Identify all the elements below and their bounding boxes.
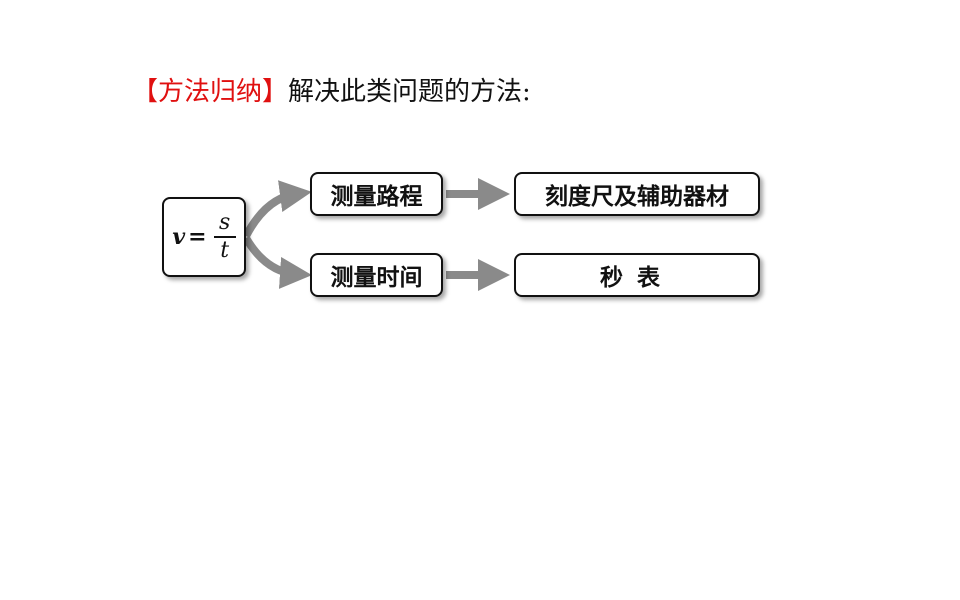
arrow-to-distance (242, 180, 312, 238)
formula-fraction: s t (213, 210, 236, 263)
formula-velocity: v (172, 224, 186, 250)
distance-tools-box: 刻度尺及辅助器材 (514, 172, 760, 216)
fraction-bar (213, 236, 236, 238)
arrow-to-time (242, 235, 312, 289)
measure-time-box: 测量时间 (310, 253, 443, 297)
time-tools-box: 秒表 (514, 253, 760, 297)
method-summary-heading: 【方法归纳】解决此类问题的方法: (132, 74, 531, 110)
formula-equals: = (188, 224, 207, 250)
formula-numerator: s (218, 210, 231, 235)
formula-denominator: t (220, 238, 230, 263)
speed-formula-box: v = s t (162, 197, 246, 277)
method-summary-text: 解决此类问题的方法: (288, 77, 531, 107)
measure-distance-box: 测量路程 (310, 172, 443, 216)
method-summary-tag: 【方法归纳】 (132, 77, 289, 107)
